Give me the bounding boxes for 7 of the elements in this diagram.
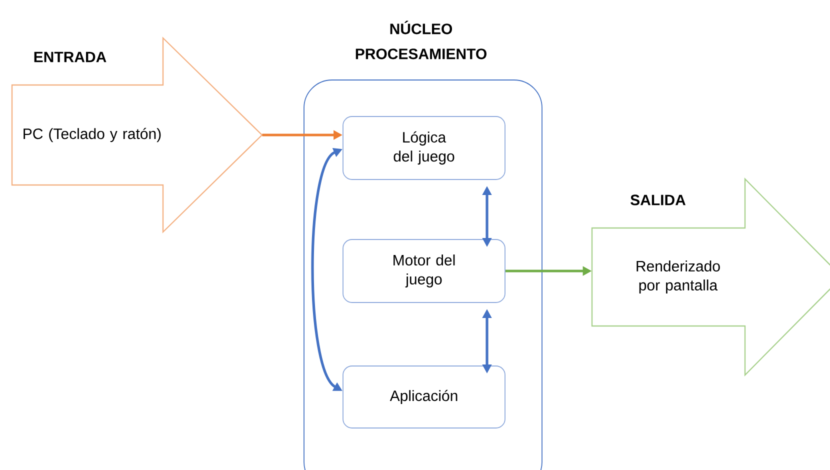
- process-box: Aplicación: [342, 366, 506, 428]
- process-box: Motor del juego: [342, 239, 506, 303]
- heading: NÚCLEO PROCESAMIENTO: [356, 20, 486, 60]
- heading: ENTRADA: [34, 52, 106, 62]
- group-box: [304, 80, 542, 470]
- process-box: Lógica del juego: [342, 116, 506, 180]
- heading: SALIDA: [630, 194, 686, 206]
